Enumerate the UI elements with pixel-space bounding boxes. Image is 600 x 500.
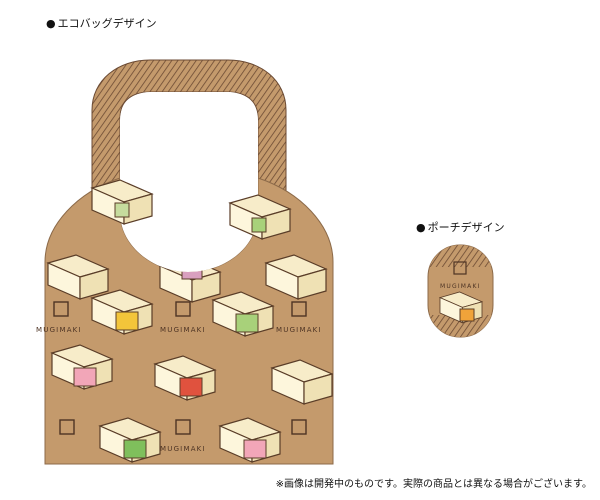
bag-pattern [47,254,333,463]
pouch-label-text: ポーチデザイン [427,221,505,234]
bullet-icon: ● [46,16,56,30]
eco-bag-illustration: MUGIMAKI MUGIMAKI MUGIMAKI MUGIMAKI [36,59,334,465]
bag-brand-text: MUGIMAKI [160,326,206,334]
pouch-label: ● ポーチデザイン [416,219,505,235]
bag-opening [120,92,258,272]
pouch-illustration: MUGIMAKI [427,244,494,338]
disclaimer-note: ※画像は開発中のものです。実際の商品とは異なる場合がございます。 [275,479,592,490]
bullet-icon: ● [416,220,426,234]
pouch-brand-text: MUGIMAKI [440,283,481,290]
bag-brand-text: MUGIMAKI [160,445,206,453]
bag-brand-text: MUGIMAKI [276,326,322,334]
bag-brand-text: MUGIMAKI [36,326,82,334]
eco-bag-label-text: エコバッグデザイン [57,17,157,30]
eco-bag-label: ● エコバッグデザイン [46,15,157,31]
